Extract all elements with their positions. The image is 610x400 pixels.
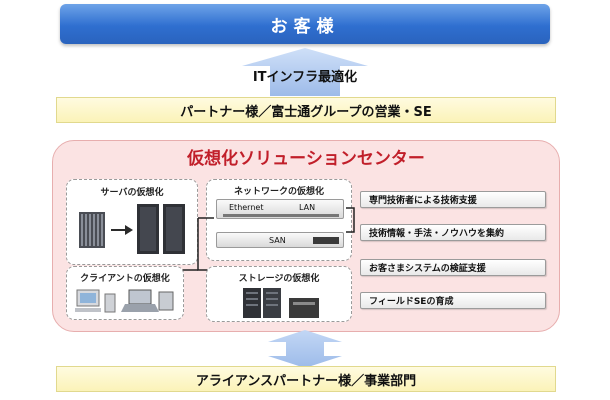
it-optimization-label: ITインフラ最適化 — [236, 66, 374, 85]
server-rack-icon — [67, 198, 197, 260]
alliance-bar: アライアンスパートナー様／事業部門 — [56, 366, 556, 392]
client-box-label: クライアントの仮想化 — [67, 271, 183, 284]
customer-label: お客様 — [271, 12, 340, 37]
support-item-label: お客さまシステムの検証支援 — [369, 261, 486, 274]
partner-bar-label: パートナー様／富士通グループの営業・SE — [180, 101, 431, 120]
support-item-label: 専門技術者による技術支援 — [369, 193, 477, 206]
center-title: 仮想化ソリューションセンター — [52, 144, 560, 169]
support-item-knowhow: 技術情報・手法・ノウハウを集約 — [360, 224, 546, 241]
switch-port-strip — [223, 214, 339, 217]
server-virtualization-box: サーバの仮想化 — [66, 179, 198, 265]
support-item-verification: お客さまシステムの検証支援 — [360, 259, 546, 276]
san-label: SAN — [269, 236, 286, 245]
client-virtualization-box: クライアントの仮想化 — [66, 266, 184, 320]
ethernet-label: Ethernet — [229, 203, 263, 212]
san-device: SAN — [216, 232, 344, 248]
double-arrow-icon — [266, 330, 344, 368]
san-switch-icon — [313, 237, 339, 244]
customer-banner: お客様 — [60, 4, 550, 44]
support-item-label: 技術情報・手法・ノウハウを集約 — [369, 226, 504, 239]
support-item-field-se: フィールドSEの育成 — [360, 292, 546, 309]
network-box-label: ネットワークの仮想化 — [207, 184, 351, 197]
network-virtualization-box: ネットワークの仮想化 — [206, 179, 352, 261]
storage-box-label: ストレージの仮想化 — [207, 271, 351, 284]
support-item-label: フィールドSEの育成 — [369, 294, 453, 307]
server-box-label: サーバの仮想化 — [67, 185, 197, 198]
pc-icon — [67, 284, 183, 320]
storage-icon — [207, 284, 351, 322]
support-item-technical: 専門技術者による技術支援 — [360, 191, 546, 208]
alliance-bar-label: アライアンスパートナー様／事業部門 — [196, 370, 416, 389]
ethernet-lan-device: Ethernet LAN — [216, 199, 344, 219]
lan-label: LAN — [299, 203, 315, 212]
partner-bar: パートナー様／富士通グループの営業・SE — [56, 97, 556, 123]
storage-virtualization-box: ストレージの仮想化 — [206, 266, 352, 322]
